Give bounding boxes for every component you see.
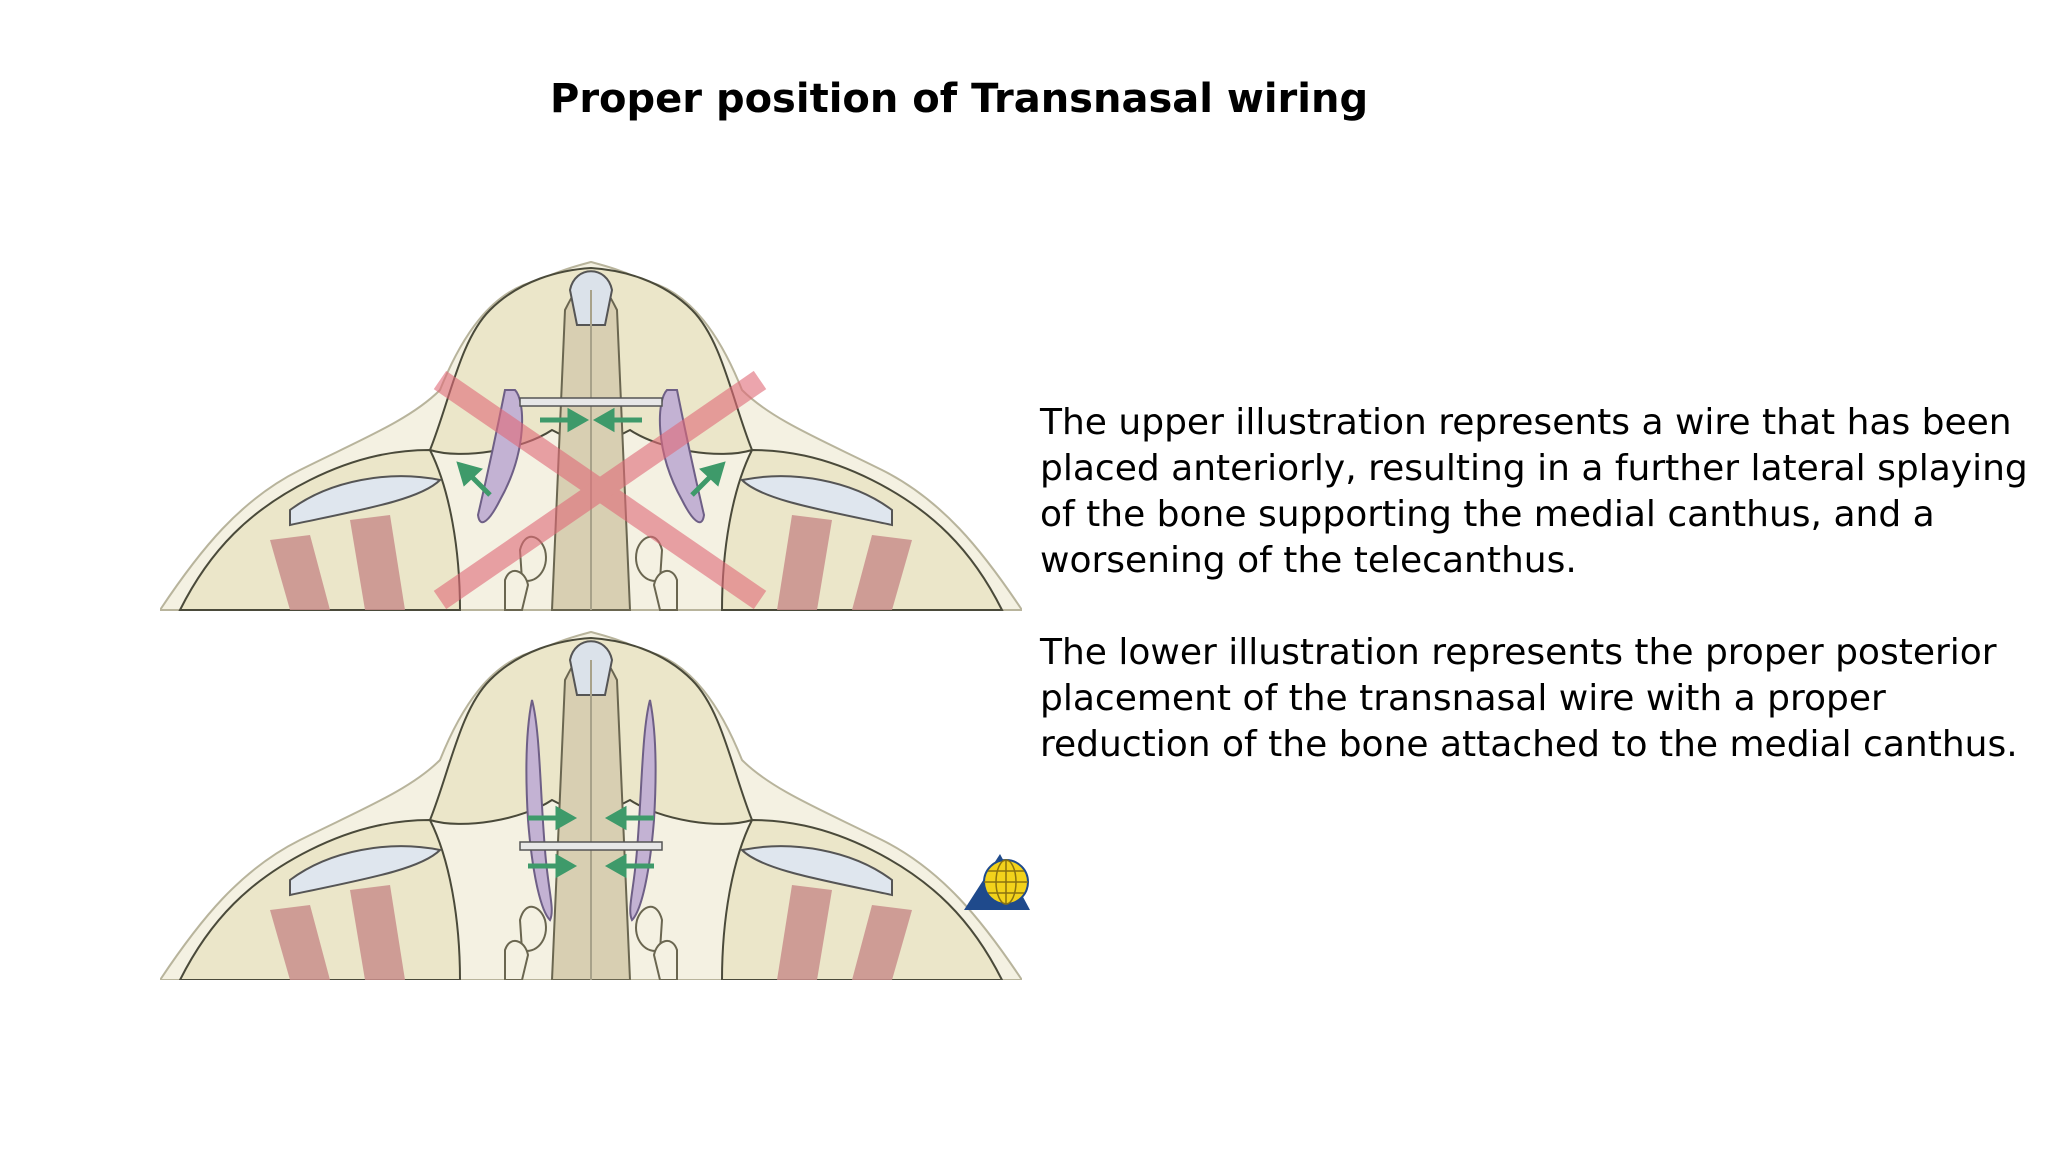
slide-title: Proper position of Transnasal wiring [550, 76, 1369, 122]
lower-illustration [160, 631, 1022, 980]
upper-arrows [456, 407, 726, 497]
lower-illustration-description: The lower illustration represents the pr… [1040, 632, 2018, 765]
posterior-wire [519, 841, 663, 851]
wrong-mark [433, 370, 767, 610]
explanation-text: The upper illustration represents a wire… [1040, 400, 2035, 814]
anterior-wire [519, 397, 663, 407]
right-canthal-fragment [658, 389, 706, 524]
ao-foundation-globe-logo-icon [964, 854, 1030, 910]
upper-illustration [160, 261, 1022, 611]
transnasal-wiring-illustration [160, 261, 1022, 980]
upper-illustration-description: The upper illustration represents a wire… [1040, 402, 2028, 581]
lower-arrows [528, 805, 654, 879]
